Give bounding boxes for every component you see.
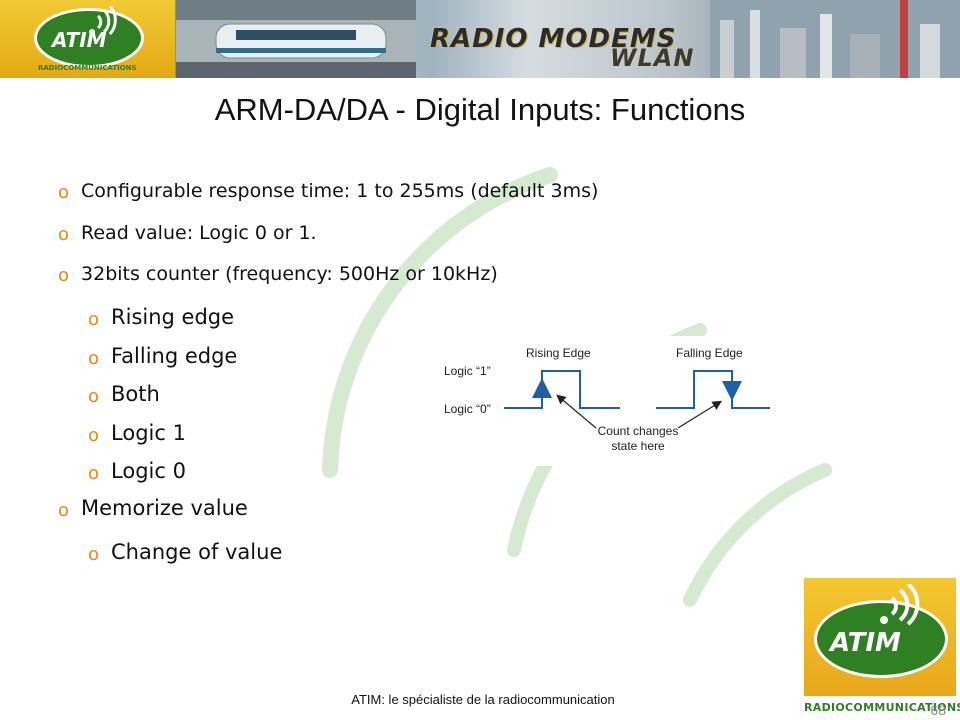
bullet-marker-icon: o xyxy=(88,386,100,407)
bullet-text: Configurable response time: 1 to 255ms (… xyxy=(81,180,599,202)
rising-edge-label: Rising Edge xyxy=(526,346,591,360)
pointer-arrow-left xyxy=(556,394,597,429)
page-number: 68 xyxy=(930,702,946,718)
sub-bullet-item: o Logic 1 xyxy=(88,421,186,446)
radio-waves-icon xyxy=(89,6,117,35)
slide-title: ARM-DA/DA - Digital Inputs: Functions xyxy=(214,92,746,127)
bullet-marker-icon: o xyxy=(58,265,70,286)
sub-bullet-item: o Rising edge xyxy=(88,305,235,330)
bullet-text: Both xyxy=(111,382,160,406)
banner-title-line2: WLAN xyxy=(610,44,695,72)
train-image xyxy=(176,0,416,78)
footer-text: ATIM: le spécialiste de la radiocommunic… xyxy=(351,692,615,707)
bullet-marker-icon: o xyxy=(88,544,100,565)
radio-waves-icon xyxy=(880,584,920,626)
sub-bullet-item: o Change of value xyxy=(88,540,283,565)
bullet-text: Logic 1 xyxy=(111,421,186,445)
bullet-marker-icon: o xyxy=(58,224,70,245)
banner-logo-subtext: RADIOCOMMUNICATIONS xyxy=(38,64,137,72)
header-banner: ATIM RADIOCOMMUNICATIONS RADIO MODEMS WL… xyxy=(0,0,960,78)
refinery-image xyxy=(710,0,960,78)
bullet-marker-icon: o xyxy=(58,182,70,203)
bullet-text: Memorize value xyxy=(81,496,248,520)
bullet-marker-icon: o xyxy=(88,309,100,330)
bullet-text: 32bits counter (frequency: 500Hz or 10kH… xyxy=(81,263,498,285)
banner-logo-oval xyxy=(34,8,144,68)
sub-bullet-item: o Both xyxy=(88,382,160,407)
bullet-text: Read value: Logic 0 or 1. xyxy=(81,222,317,244)
note-line2: state here xyxy=(611,439,665,453)
bullet-item: o Read value: Logic 0 or 1. xyxy=(58,222,317,245)
bullet-marker-icon: o xyxy=(88,463,100,484)
logic-0-label: Logic “0” xyxy=(444,402,491,416)
bullet-item: o Configurable response time: 1 to 255ms … xyxy=(58,180,599,203)
bullet-text: Logic 0 xyxy=(111,459,186,483)
logic-1-label: Logic “1” xyxy=(444,364,491,378)
atim-logo-text: ATIM xyxy=(830,628,901,658)
bullet-item: o Memorize value xyxy=(58,496,248,521)
pointer-arrow-right xyxy=(677,400,723,429)
falling-pulse xyxy=(656,370,770,409)
edge-diagram: Rising Edge Falling Edge Logic “1” Logic… xyxy=(438,336,788,466)
bullet-item: o 32bits counter (frequency: 500Hz or 10k… xyxy=(58,263,498,286)
note-line1: Count changes xyxy=(598,424,679,438)
banner-title-line1: RADIO MODEMS xyxy=(430,24,677,54)
sub-bullet-item: o Falling edge xyxy=(88,344,238,369)
bullet-marker-icon: o xyxy=(88,348,100,369)
atim-logo-oval xyxy=(814,600,948,678)
banner-logo-text: ATIM xyxy=(52,28,107,52)
bullet-text: Change of value xyxy=(111,540,283,564)
atim-logo-subtext: RADIOCOMMUNICATIONS xyxy=(804,701,960,714)
atim-logo: ATIM RADIOCOMMUNICATIONS xyxy=(804,578,960,714)
falling-edge-label: Falling Edge xyxy=(676,346,743,360)
sub-bullet-item: o Logic 0 xyxy=(88,459,186,484)
bullet-marker-icon: o xyxy=(88,425,100,446)
bullet-text: Falling edge xyxy=(111,344,238,368)
bullet-marker-icon: o xyxy=(58,500,70,521)
rising-pulse xyxy=(504,370,620,409)
bullet-text: Rising edge xyxy=(111,305,235,329)
